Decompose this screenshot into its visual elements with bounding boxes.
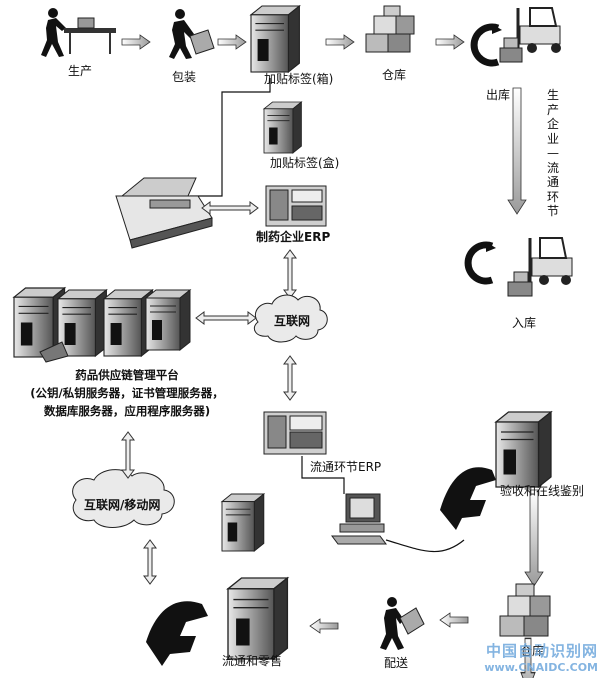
cable-computer-scanner (385, 539, 465, 553)
arrow-production-packing (121, 34, 151, 50)
warehouse-boxes-icon (365, 5, 415, 53)
warehouse-bottom-icon (499, 583, 551, 637)
inspection-server-icon (495, 411, 552, 488)
mobile-server-icon (221, 493, 265, 552)
printer-icon (115, 177, 213, 249)
packing-worker-icon (169, 9, 215, 59)
platform-line3: 数据库服务器，应用程序服务器) (43, 404, 211, 418)
retail-label: 流通和零售 (222, 654, 283, 668)
watermark: 中国自动识别网 www.CNAIDC.COM (484, 640, 598, 674)
vertical-flow-label: 生产企业—流通环节 (546, 88, 559, 218)
inspection-label: 验收和在线鉴别 (500, 484, 585, 498)
scanner-middle-icon (440, 467, 496, 530)
production-worker-icon (41, 8, 116, 57)
delivery-worker-icon (380, 597, 425, 650)
outbound-forklift-icon (470, 7, 561, 67)
arrow-label-warehouse (325, 34, 355, 50)
inbound-forklift-icon (464, 237, 573, 297)
platform-servers-icon (13, 287, 191, 363)
connector-label-printer (190, 78, 271, 197)
label-carton-label: 加贴标签(盒) (270, 156, 340, 170)
internet-top-label: 互联网 (274, 314, 311, 328)
label-carton-server-icon (263, 101, 302, 154)
arrow-warehouse-outbound (435, 34, 465, 50)
arrow-platform-cloud (121, 431, 135, 479)
delivery-label: 配送 (384, 656, 409, 670)
arrow-printer-erp (201, 201, 259, 215)
platform-line2: (公钥/私钥服务器，证书管理服务器， (30, 386, 224, 400)
internet-mobile-cloud-icon (72, 469, 175, 528)
connector-erp-computer (301, 456, 345, 494)
arrow-packing-label (217, 34, 247, 50)
circulation-erp-label: 流通环节ERP (310, 460, 382, 474)
platform-caption: 药品供应链管理平台 (公钥/私钥服务器，证书管理服务器， 数据库服务器，应用程序… (4, 366, 250, 420)
arrow-outbound-inbound (507, 87, 527, 215)
production-label: 生产 (68, 64, 93, 78)
packing-label: 包装 (172, 70, 197, 84)
label-box-label: 加贴标签(箱) (264, 72, 334, 86)
outbound-label: 出库 (486, 88, 511, 102)
pharma-erp-label: 制药企业ERP (256, 230, 331, 244)
arrow-inspection-warehouse (524, 489, 544, 587)
watermark-url: www.CNAIDC.COM (484, 661, 598, 674)
circulation-erp-icon (263, 411, 327, 455)
internet-mobile-label: 互联网/移动网 (84, 498, 161, 512)
platform-title: 药品供应链管理平台 (75, 368, 179, 382)
arrow-delivery-retail (309, 618, 339, 634)
pharma-erp-icon (265, 185, 327, 227)
inbound-label: 入库 (512, 316, 537, 330)
arrow-erp-internet (283, 249, 297, 299)
retail-server-icon (227, 577, 289, 660)
arrow-warehouse-delivery (439, 612, 469, 628)
warehouse-top-label: 仓库 (382, 68, 407, 82)
scanner-bottom-icon (146, 601, 208, 666)
computer-icon (331, 493, 387, 545)
arrow-platform-internet (195, 311, 257, 325)
warehouse-bottom-label: 仓库 (520, 644, 545, 658)
arrow-internet-circerp (283, 355, 297, 401)
arrow-cloud-scanner (143, 539, 157, 585)
internet-cloud-icon (253, 294, 328, 343)
label-box-server-icon (250, 5, 300, 73)
watermark-cn: 中国自动识别网 (485, 642, 598, 660)
